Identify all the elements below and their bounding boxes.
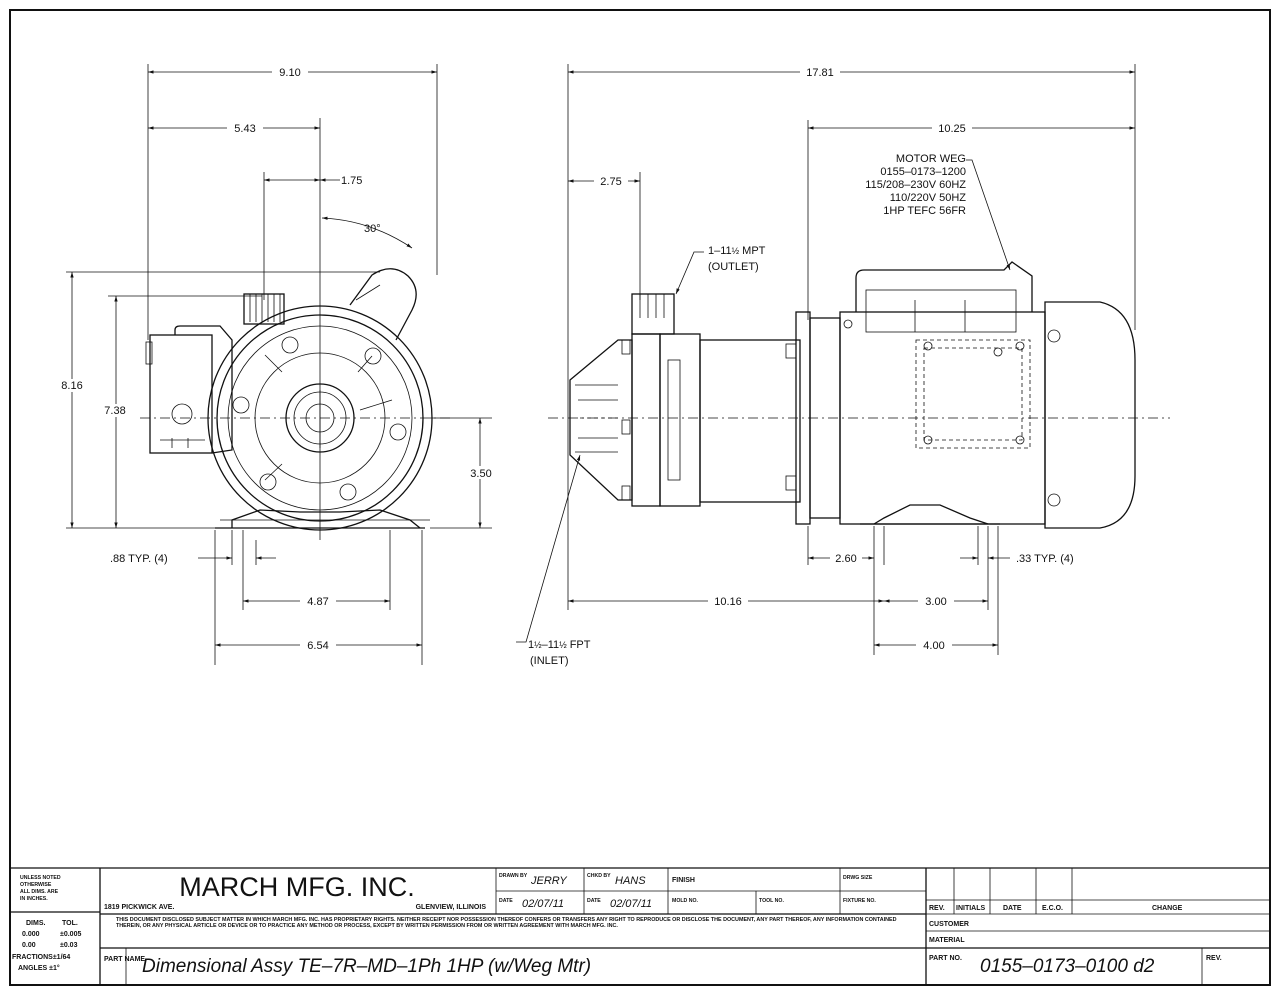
- mold-label: MOLD NO.: [672, 898, 698, 904]
- rev-box-label: REV.: [1206, 955, 1222, 962]
- address-street: 1819 PICKWICK AVE.: [104, 904, 174, 911]
- tol-header-4: IN INCHES.: [20, 896, 48, 902]
- drwg-size-label: DRWG SIZE: [843, 875, 873, 881]
- tol-header-3: ALL DIMS. ARE: [20, 889, 59, 895]
- dim-foot-length: 4.00: [923, 640, 944, 652]
- company-name: MARCH MFG. INC.: [179, 872, 415, 902]
- tol-header-2: OTHERWISE: [20, 882, 52, 888]
- finish-label: FINISH: [672, 877, 695, 884]
- dim-overall-length: 17.81: [806, 67, 834, 79]
- svg-text:110/220V 50HZ: 110/220V 50HZ: [890, 192, 967, 204]
- inlet-note-label: (INLET): [530, 655, 569, 667]
- eco-label: E.C.O.: [1042, 905, 1063, 912]
- dim-center-offset: 1.75: [341, 175, 362, 187]
- customer-label: CUSTOMER: [929, 921, 969, 928]
- dim-inlet-to-feet: 10.16: [714, 596, 742, 608]
- svg-text:0155–0173–1200: 0155–0173–1200: [880, 166, 966, 178]
- tol-row2-dim: 0.00: [22, 942, 36, 949]
- proprietary-notice: THIS DOCUMENT DISCLOSED SUBJECT MATTER I…: [116, 917, 897, 930]
- tol-header-1: UNLESS NOTED: [20, 875, 61, 881]
- change-label: CHANGE: [1152, 905, 1183, 912]
- tol-row2-tol: ±0.03: [60, 942, 78, 949]
- initials-label: INITIALS: [956, 905, 985, 912]
- drawn-by: JERRY: [530, 875, 567, 887]
- drawn-date: 02/07/11: [522, 898, 564, 910]
- dim-outlet-height: 7.38: [104, 405, 125, 417]
- motor-side-body: [795, 261, 1136, 529]
- drawn-date-label: DATE: [499, 898, 513, 904]
- sheet-border: [9, 9, 1271, 986]
- fixture-label: FIXTURE NO.: [843, 898, 876, 904]
- part-no: 0155–0173–0100 d2: [980, 956, 1155, 977]
- dim-center-to-left: 5.43: [234, 123, 255, 135]
- tol-tol-label: TOL.: [62, 920, 78, 927]
- dim-hole-typ-side: .33 TYP. (4): [1016, 553, 1074, 565]
- chkd-by-label: CHKD BY: [587, 873, 611, 879]
- svg-text:1HP TEFC 56FR: 1HP TEFC 56FR: [883, 205, 966, 217]
- tol-row1-dim: 0.000: [22, 931, 40, 938]
- tol-angles: ANGLES ±1°: [18, 964, 60, 972]
- dim-overall-width: 9.10: [279, 67, 300, 79]
- rev-label: REV.: [929, 905, 945, 912]
- dim-hole-typ-front: .88 TYP. (4): [110, 553, 168, 565]
- drawn-by-label: DRAWN BY: [499, 873, 528, 879]
- dim-bolt-span-side: 3.00: [925, 596, 946, 608]
- pump-front-body: [145, 268, 433, 531]
- address-city: GLENVIEW, ILLINOIS: [416, 904, 487, 911]
- chkd-by: HANS: [615, 875, 646, 887]
- dim-motor-length: 10.25: [938, 123, 966, 135]
- part-no-label: PART NO.: [929, 955, 962, 962]
- dim-foot-offset: 2.60: [835, 553, 856, 565]
- rev-date-label: DATE: [1003, 905, 1022, 912]
- part-name: Dimensional Assy TE–7R–MD–1Ph 1HP (w/Weg…: [142, 956, 591, 977]
- dim-angle: 30°: [364, 223, 381, 235]
- front-view: 9.10 5.43 1.75 30° 8.16 7.38 3.50 .88 TY…: [58, 64, 496, 665]
- part-name-label: PART NAME: [104, 956, 145, 963]
- tool-label: TOOL NO.: [759, 898, 784, 904]
- tol-dims-label: DIMS.: [26, 920, 46, 927]
- outlet-note-label: (OUTLET): [708, 261, 759, 273]
- svg-text:MOTOR WEG: MOTOR WEG: [896, 153, 966, 165]
- pump-side-body: [569, 293, 801, 507]
- dim-outlet-offset: 2.75: [600, 176, 621, 188]
- dim-bolt-span-front: 4.87: [307, 596, 328, 608]
- motor-note: MOTOR WEG 0155–0173–1200 115/208–230V 60…: [865, 153, 1011, 271]
- material-label: MATERIAL: [929, 937, 965, 944]
- svg-text:115/208–230V 60HZ: 115/208–230V 60HZ: [865, 179, 966, 191]
- title-block: UNLESS NOTED OTHERWISE ALL DIMS. ARE IN …: [10, 867, 1270, 985]
- dim-base-width: 6.54: [307, 640, 328, 652]
- chkd-date: 02/07/11: [610, 898, 652, 910]
- tol-fractions: FRACTIONS±1/64: [12, 954, 70, 961]
- dim-shaft-height: 3.50: [470, 468, 491, 480]
- chkd-date-label: DATE: [587, 898, 601, 904]
- dim-overall-height: 8.16: [61, 380, 82, 392]
- tol-row1-tol: ±0.005: [60, 931, 81, 938]
